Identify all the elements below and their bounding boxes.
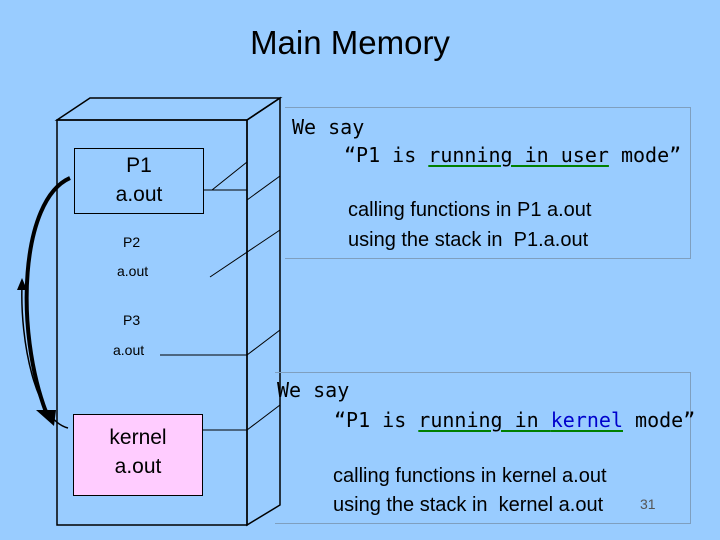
kernel-box: kernel a.out xyxy=(73,414,203,496)
kernel-mode-quote: “P1 is running in kernel mode” xyxy=(334,408,696,432)
user-mode-panel xyxy=(285,107,691,259)
p1-file-label: a.out xyxy=(115,183,163,206)
p2-file-label: a.out xyxy=(117,263,149,279)
kernel-label: kernel xyxy=(109,426,167,449)
p3-label: P3 xyxy=(123,312,141,328)
user-line1: calling functions in P1 a.out xyxy=(348,199,592,221)
page-title: Main Memory xyxy=(250,24,450,61)
kernel-line2: using the stack in kernel a.out xyxy=(333,494,604,516)
page-number: 31 xyxy=(640,496,656,512)
kernel-we-say: We say xyxy=(277,378,350,402)
down-arrow-head xyxy=(36,410,56,426)
p1-label: P1 xyxy=(126,154,152,177)
memory-side-face xyxy=(246,96,281,527)
user-line2: using the stack in P1.a.out xyxy=(348,229,589,251)
kernel-word: kernel xyxy=(550,408,623,432)
p3-file-label: a.out xyxy=(113,342,145,358)
memory-dividers xyxy=(160,161,281,431)
kernel-line1: calling functions in kernel a.out xyxy=(333,465,607,487)
user-we-say: We say xyxy=(292,115,365,139)
user-underlined-phrase: running in user xyxy=(428,143,609,167)
memory-top-face xyxy=(54,97,283,121)
kernel-underlined-phrase: running in xyxy=(418,408,551,432)
kernel-mode-panel xyxy=(275,372,691,524)
down-arc-arrow xyxy=(24,176,71,413)
p2-label: P2 xyxy=(123,234,141,250)
up-arc-arrow xyxy=(21,284,69,429)
user-mode-quote: “P1 is running in user mode” xyxy=(344,143,682,167)
up-arrow-head xyxy=(17,278,27,290)
kernel-file-label: a.out xyxy=(114,455,162,478)
p1-process-box: P1 a.out xyxy=(74,148,204,214)
